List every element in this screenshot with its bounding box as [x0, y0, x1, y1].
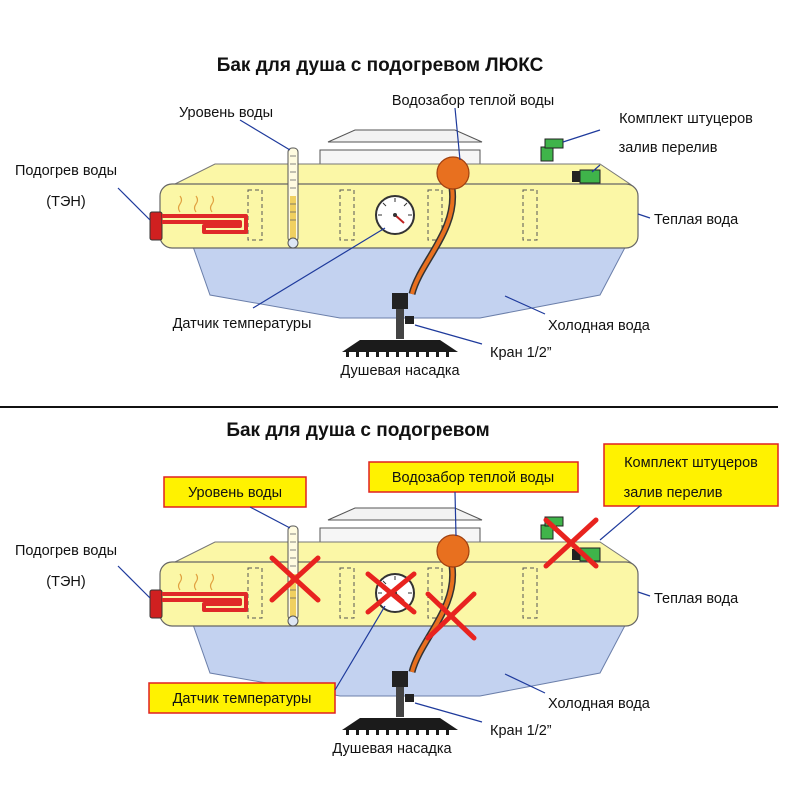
bottom-box-fittings — [603, 443, 779, 507]
bottom-label-heating-2: (ТЭН) — [46, 574, 85, 590]
top-label-fittings-1: Комплект штуцеров — [619, 111, 753, 127]
bottom-box-water-level — [163, 476, 307, 508]
bottom-label-warm-intake: Водозабор теплой воды — [392, 470, 554, 486]
bottom-label-fittings-1: Комплект штуцеров — [624, 455, 758, 471]
top-thermometer-dial — [375, 195, 415, 235]
bottom-box-warm-intake — [368, 461, 579, 493]
bottom-leader-lines — [117, 491, 651, 723]
top-label-valve: Кран 1/2” — [490, 345, 552, 361]
top-diagram: Бак для душа с подогревом ЛЮКС Уровень в… — [15, 55, 753, 379]
top-label-heating-1: Подогрев воды — [15, 163, 117, 179]
bottom-label-water-level: Уровень воды — [188, 485, 282, 501]
top-label-heating-2: (ТЭН) — [46, 194, 85, 210]
bottom-label-heating-1: Подогрев воды — [15, 543, 117, 559]
cross-marks — [269, 517, 599, 641]
bottom-label-cold-water: Холодная вода — [548, 696, 651, 712]
top-label-fittings-2: залив перелив — [619, 140, 718, 156]
top-leader-lines — [117, 107, 651, 345]
bottom-label-valve: Кран 1/2” — [490, 723, 552, 739]
top-label-cold-water: Холодная вода — [548, 318, 651, 334]
top-title: Бак для душа с подогревом ЛЮКС — [217, 55, 544, 76]
top-water-level-gauge — [287, 147, 299, 249]
bottom-label-temp-sensor: Датчик температуры — [173, 691, 312, 707]
cross-water-level-icon — [269, 555, 321, 603]
top-label-temp-sensor: Датчик температуры — [173, 316, 312, 332]
cross-temp-sensor-icon — [365, 571, 417, 615]
bottom-label-fittings-2: залив перелив — [624, 485, 723, 501]
cross-warm-intake-icon — [425, 591, 477, 641]
top-label-warm-water: Теплая вода — [654, 212, 739, 228]
bottom-label-shower-head: Душевая насадка — [332, 741, 452, 757]
cross-fittings-icon — [543, 517, 599, 569]
bottom-label-warm-water: Теплая вода — [654, 591, 739, 607]
bottom-box-temp-sensor — [148, 682, 336, 714]
bottom-title: Бак для душа с подогревом — [226, 420, 489, 441]
bottom-diagram: Бак для душа с подогревом Уровень воды В… — [15, 420, 779, 757]
top-label-shower-head: Душевая насадка — [340, 363, 460, 379]
top-label-water-level: Уровень воды — [179, 105, 273, 121]
top-label-warm-intake: Водозабор теплой воды — [392, 93, 554, 109]
